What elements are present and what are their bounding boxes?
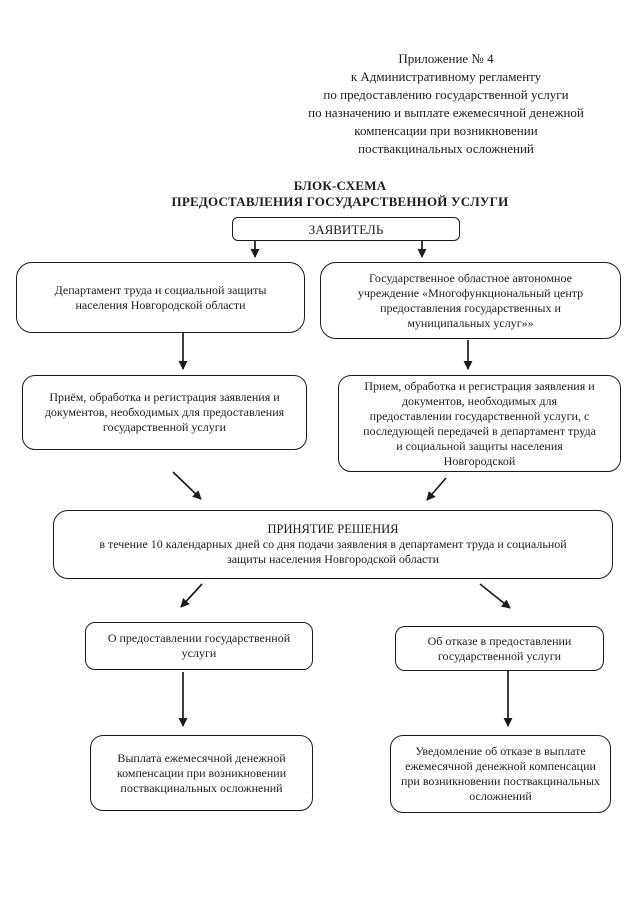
node-outcome-refuse-label: Об отказе в предоставлении государственн… — [427, 633, 572, 663]
header-line: Приложение № 4 — [398, 51, 494, 66]
node-result-refusal-notice: Уведомление об отказе в выплате ежемесяч… — [390, 735, 611, 813]
node-mfc-label: Государственное областное автономное учр… — [357, 270, 584, 330]
node-department: Департамент труда и социальной защиты на… — [16, 262, 305, 333]
appendix-header: Приложение № 4 к Административному регла… — [280, 50, 612, 158]
node-intake-department-label: Приём, обработка и регистрация заявления… — [44, 390, 285, 434]
header-line: к Административному регламенту — [350, 69, 542, 84]
flowchart-title-line2: ПРЕДОСТАВЛЕНИЯ ГОСУДАРСТВЕННОЙ УСЛУГИ — [171, 194, 509, 209]
arrow-intake-mfc-to-decision — [426, 477, 447, 501]
header-line: по предоставлению государственной услуги — [323, 87, 569, 102]
node-intake-mfc: Прием, обработка и регистрация заявления… — [338, 375, 621, 472]
header-line: компенсации при возникновении — [354, 123, 538, 138]
arrow-decision-to-refuse — [479, 583, 511, 609]
node-department-label: Департамент труда и социальной защиты на… — [54, 282, 267, 312]
node-outcome-provide: О предоставлении государственной услуги — [85, 622, 313, 670]
node-result-refusal-notice-label: Уведомление об отказе в выплате ежемесяч… — [400, 744, 601, 803]
header-line: поствакцинальных осложнений — [358, 141, 534, 156]
node-intake-department: Приём, обработка и регистрация заявления… — [22, 375, 307, 450]
node-decision-title: ПРИНЯТИЕ РЕШЕНИЯ — [267, 522, 399, 536]
header-line: по назначению и выплате ежемесячной дене… — [308, 105, 584, 120]
node-result-payment: Выплата ежемесячной денежной компенсации… — [90, 735, 313, 811]
node-result-payment-label: Выплата ежемесячной денежной компенсации… — [116, 750, 287, 795]
arrow-intake-dept-to-decision — [172, 471, 202, 500]
node-outcome-provide-label: О предоставлении государственной услуги — [107, 631, 291, 660]
node-intake-mfc-label: Прием, обработка и регистрация заявления… — [363, 378, 596, 468]
arrow-decision-to-provide — [180, 583, 203, 608]
node-applicant: ЗАЯВИТЕЛЬ — [232, 217, 460, 241]
node-decision: ПРИНЯТИЕ РЕШЕНИЯ в течение 10 календарны… — [53, 510, 613, 579]
flowchart-title: БЛОК-СХЕМА ПРЕДОСТАВЛЕНИЯ ГОСУДАРСТВЕННО… — [30, 178, 640, 210]
node-mfc: Государственное областное автономное учр… — [320, 262, 621, 339]
node-applicant-label: ЗАЯВИТЕЛЬ — [308, 221, 384, 237]
node-decision-subtitle: в течение 10 календарных дней со дня под… — [99, 537, 567, 566]
node-outcome-refuse: Об отказе в предоставлении государственн… — [395, 626, 604, 671]
flowchart-title-line1: БЛОК-СХЕМА — [293, 178, 387, 193]
